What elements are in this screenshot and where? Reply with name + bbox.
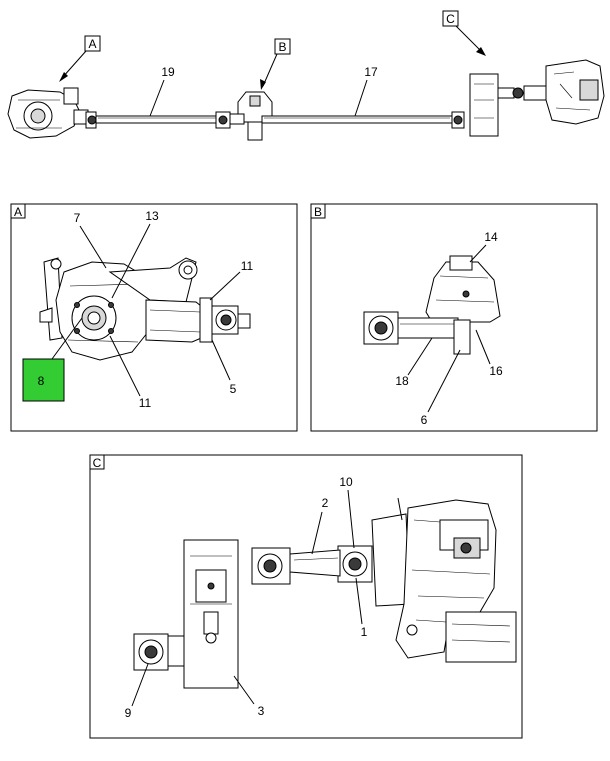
callout-a-label: A	[88, 37, 96, 51]
u-joint-yoke-b	[363, 311, 399, 345]
panel-b: B 14 18 16 6	[310, 203, 598, 432]
label-10-text: 10	[339, 475, 353, 489]
u-joint-yoke-c9	[133, 633, 185, 671]
callout-b-label: B	[278, 40, 286, 54]
front-yoke	[85, 111, 97, 129]
panel-b-title: B	[314, 205, 322, 219]
label-11-top-text: 11	[241, 259, 254, 273]
callout-a: A	[59, 35, 101, 82]
label-5-text: 5	[230, 382, 237, 396]
rear-yoke	[451, 111, 465, 129]
carrier-bearing-plate	[183, 539, 239, 689]
label-13-text: 13	[145, 209, 159, 223]
transfer-case	[371, 497, 517, 663]
rear-driveshaft	[261, 115, 453, 124]
label-18-text: 18	[395, 374, 409, 388]
overview-assembly	[7, 59, 605, 141]
highlight-part-8[interactable]	[22, 358, 65, 402]
label-8-text: 8	[38, 374, 45, 388]
callout-c: C	[442, 10, 486, 56]
label-9-text: 9	[125, 706, 132, 720]
label-6-text: 6	[421, 413, 428, 427]
label-11-bottom-text: 11	[139, 396, 152, 410]
label-19: 19	[149, 65, 175, 117]
transfer-case-assembly	[469, 59, 605, 137]
label-16-text: 16	[489, 364, 503, 378]
short-driveshaft	[289, 549, 341, 577]
label-2-text: 2	[322, 496, 329, 510]
panel-c-title: C	[93, 456, 102, 470]
panel-a: A 8 7	[10, 203, 298, 432]
panel-a-title: A	[14, 205, 22, 219]
center-bearing-bracket	[425, 261, 501, 323]
front-axle-housing	[7, 87, 89, 139]
label-14-text: 14	[484, 230, 498, 244]
label-3-text: 3	[258, 704, 265, 718]
callout-c-label: C	[446, 12, 455, 26]
center-bearing	[215, 91, 273, 141]
label-17-text: 17	[364, 65, 378, 79]
u-joint-yoke-c1	[337, 545, 373, 583]
callout-b: B	[260, 38, 291, 90]
panel-c: C	[89, 454, 523, 739]
u-joint-yoke-c2	[251, 547, 291, 585]
label-7-text: 7	[74, 211, 81, 225]
label-1-text: 1	[361, 625, 368, 639]
u-joint-yoke-a	[211, 305, 251, 335]
front-driveshaft	[95, 115, 219, 124]
label-17: 17	[354, 65, 378, 117]
label-19-text: 19	[161, 65, 175, 79]
